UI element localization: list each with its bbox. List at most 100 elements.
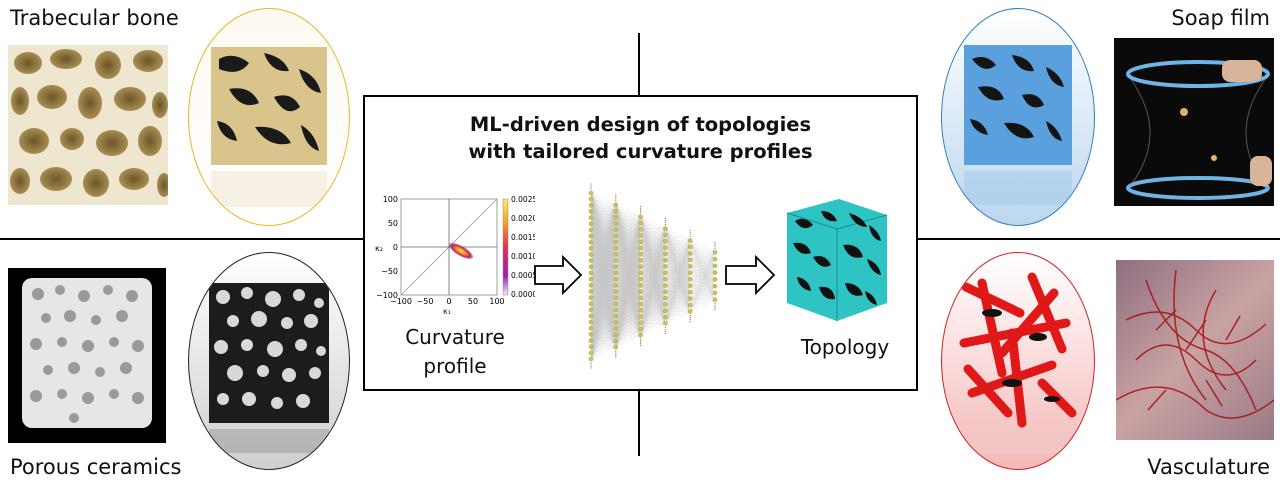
network-node (638, 270, 643, 276)
network-node (613, 295, 619, 300)
network-edge (615, 279, 641, 348)
network-node (588, 295, 594, 300)
network-node (588, 276, 594, 282)
network-edge (590, 322, 616, 360)
curvature-label-line-1: Curvature (405, 325, 505, 349)
network-edge (690, 252, 716, 254)
network-edge (590, 217, 616, 360)
network-edge (690, 266, 716, 294)
network-edge (640, 228, 666, 267)
network-edge (615, 291, 641, 348)
network-edge (590, 204, 616, 267)
x-tick: −50 (417, 297, 434, 306)
ellipsis-dot (590, 184, 592, 186)
network-edge (590, 204, 616, 249)
network-node (712, 290, 718, 296)
network-edge (665, 253, 691, 324)
network-edge (590, 204, 616, 273)
network-edge (590, 279, 616, 360)
network-edge (590, 204, 616, 347)
network-edge (665, 240, 691, 273)
network-edge (590, 204, 616, 323)
network-edge (640, 228, 666, 298)
network-edge (690, 298, 716, 300)
title-line-2: with tailored curvature profiles (468, 140, 813, 163)
network-node (638, 245, 643, 251)
network-edge (665, 228, 691, 241)
network-node (588, 319, 594, 325)
network-node (638, 239, 643, 244)
network-edge (665, 240, 691, 242)
ellipsis-dot (714, 245, 716, 247)
network-edge (665, 305, 691, 324)
ellipsis-dot (615, 354, 617, 356)
arrow-right-icon (725, 255, 776, 295)
network-edge (590, 328, 616, 360)
network-edge (590, 199, 616, 205)
network-edge (615, 216, 641, 280)
network-edge (640, 228, 666, 311)
network-edge (640, 228, 666, 249)
network-edge (615, 328, 641, 348)
network-edge (690, 266, 716, 287)
network-edge (590, 266, 616, 360)
network-edge (640, 272, 666, 336)
network-edge (590, 204, 616, 237)
network-edge (590, 204, 616, 230)
network-edge (690, 246, 716, 273)
soap-film-oval (941, 8, 1095, 226)
network-edge (615, 216, 641, 348)
network-node (613, 233, 619, 239)
network-edge (590, 260, 616, 360)
ellipsis-dot (664, 332, 666, 335)
ellipsis-dot (640, 340, 642, 342)
network-edge (590, 204, 616, 310)
network-edge (690, 292, 716, 294)
center-panel: ML-driven design of topologies with tail… (363, 95, 918, 391)
network-node (588, 221, 594, 227)
network-edge (590, 204, 616, 224)
network-edge (615, 272, 641, 348)
topology-cube (786, 199, 888, 321)
network-edge (590, 303, 616, 360)
network-edge (615, 241, 641, 348)
ellipsis-dot (590, 186, 592, 188)
network-node (687, 289, 693, 295)
network-edge (665, 279, 691, 324)
network-edge (615, 235, 641, 348)
network-edge (665, 240, 691, 299)
network-edge (615, 216, 641, 329)
divider-bottom (638, 391, 640, 456)
network-node (613, 276, 619, 282)
network-edge (615, 335, 641, 348)
network-edge (615, 316, 641, 348)
y-axis-label: κ₂ (375, 244, 383, 253)
network-edge (690, 252, 716, 267)
network-edge (615, 216, 641, 286)
network-edge (690, 272, 716, 287)
network-edge (640, 228, 666, 236)
network-node (588, 252, 594, 257)
network-edge (590, 204, 616, 292)
ellipsis-dot (615, 200, 617, 202)
ellipsis-dot (689, 229, 691, 232)
ellipsis-dot (590, 362, 592, 364)
network-edge (690, 252, 716, 280)
network-node (613, 245, 619, 251)
network-edge (690, 259, 716, 287)
network-edge (615, 216, 641, 273)
network-edge (590, 297, 616, 360)
network-edge (590, 204, 616, 280)
ellipsis-dot (664, 219, 666, 222)
network-node (588, 190, 594, 196)
network-edge (590, 235, 616, 360)
network-node (712, 297, 718, 303)
network-node (687, 276, 693, 282)
network-edge (615, 216, 641, 230)
network-edge (590, 204, 616, 316)
network-edge (590, 229, 616, 360)
network-edge (640, 228, 666, 242)
network-node (588, 307, 594, 313)
x-tick: −100 (390, 297, 412, 306)
network-node (687, 309, 693, 314)
